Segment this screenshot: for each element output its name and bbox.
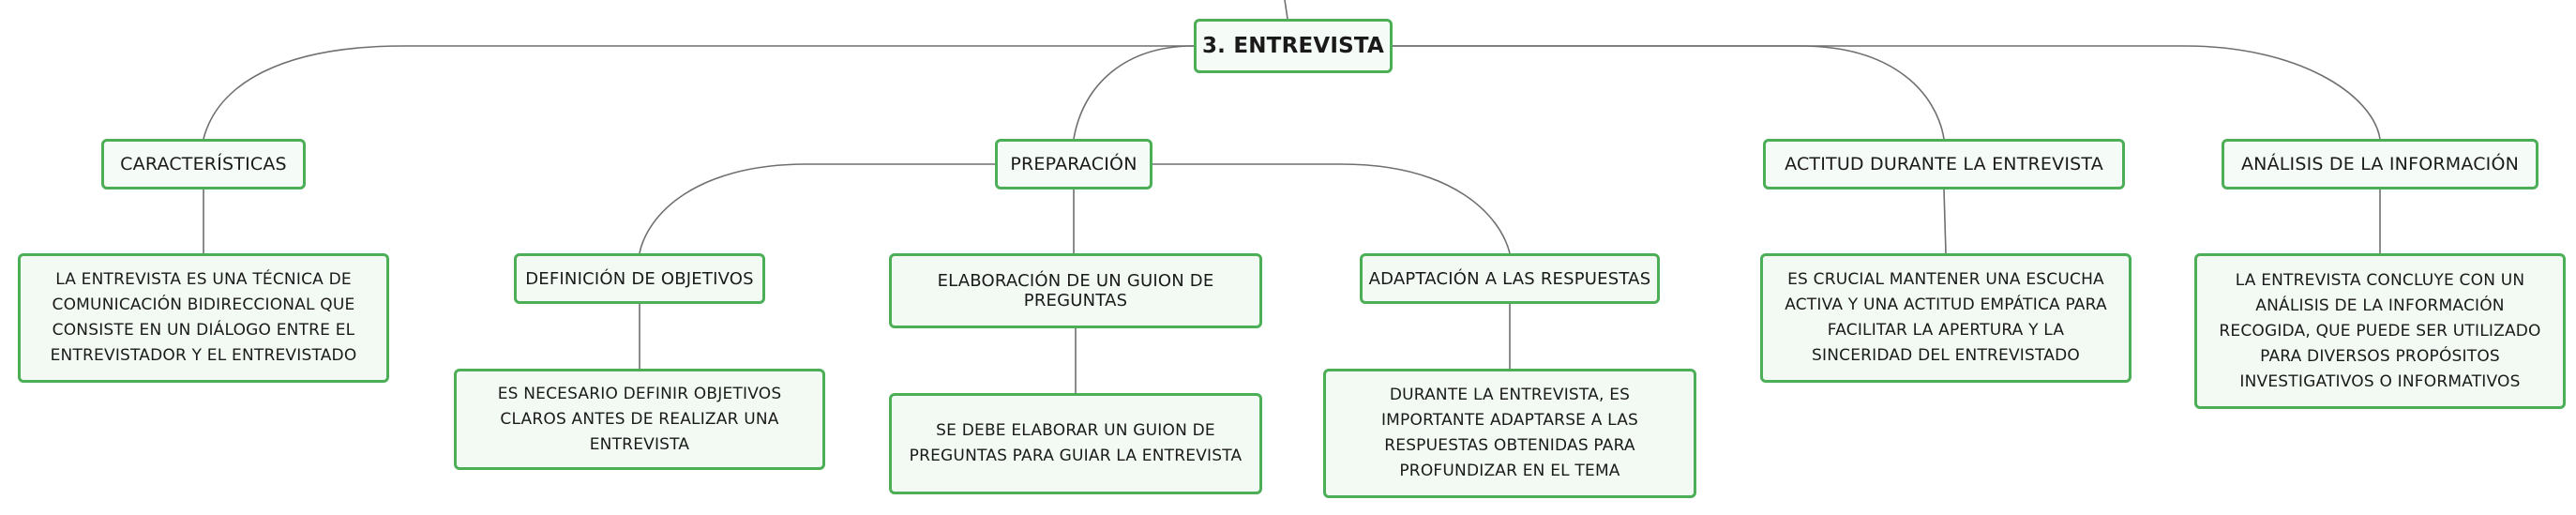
topic-label: ANÁLISIS DE LA INFORMACIÓN: [2240, 154, 2520, 174]
topic-label: PREPARACIÓN: [1010, 154, 1137, 174]
detail-text: SE DEBE ELABORAR UN GUION DE PREGUNTAS P…: [909, 421, 1243, 465]
subtopic-node-guion[interactable]: ELABORACIÓN DE UN GUION DE PREGUNTAS: [889, 253, 1262, 328]
subtopic-label: ELABORACIÓN DE UN GUION DE PREGUNTAS: [937, 271, 1214, 311]
root-node[interactable]: 3. ENTREVISTA: [1194, 19, 1393, 73]
connector-preparacion-adaptacion: [1152, 163, 1511, 254]
root-node-label: 3. ENTREVISTA: [1201, 34, 1385, 58]
connector-root-analisis: [1393, 45, 2381, 140]
detail-text: LA ENTREVISTA CONCLUYE CON UN ANÁLISIS D…: [2219, 270, 2541, 391]
detail-text: DURANTE LA ENTREVISTA, ES IMPORTANTE ADA…: [1380, 386, 1639, 480]
detail-node-definicion[interactable]: ES NECESARIO DEFINIR OBJETIVOS CLAROS AN…: [454, 369, 825, 470]
topic-label: ACTITUD DURANTE LA ENTREVISTA: [1785, 154, 2103, 174]
connector-root-parent: [1284, 0, 1288, 20]
detail-node-actitud[interactable]: ES CRUCIAL MANTENER UNA ESCUCHA ACTIVA Y…: [1760, 253, 2132, 383]
topic-label: CARACTERÍSTICAS: [120, 154, 287, 174]
detail-node-caracteristicas[interactable]: LA ENTREVISTA ES UNA TÉCNICA DE COMUNICA…: [18, 253, 389, 383]
topic-node-analisis[interactable]: ANÁLISIS DE LA INFORMACIÓN: [2222, 139, 2538, 189]
connector-root-caracteristicas: [203, 45, 1194, 140]
detail-node-analisis[interactable]: LA ENTREVISTA CONCLUYE CON UN ANÁLISIS D…: [2194, 253, 2566, 409]
connector-root-actitud: [1393, 45, 1945, 140]
detail-text: LA ENTREVISTA ES UNA TÉCNICA DE COMUNICA…: [50, 270, 357, 365]
detail-text: ES CRUCIAL MANTENER UNA ESCUCHA ACTIVA Y…: [1785, 270, 2107, 365]
topic-node-caracteristicas[interactable]: CARACTERÍSTICAS: [101, 139, 306, 189]
subtopic-label: ADAPTACIÓN A LAS RESPUESTAS: [1368, 268, 1651, 289]
subtopic-node-adaptacion[interactable]: ADAPTACIÓN A LAS RESPUESTAS: [1360, 253, 1660, 304]
subtopic-label: DEFINICIÓN DE OBJETIVOS: [525, 268, 754, 289]
connector-preparacion-definicion: [639, 163, 995, 254]
detail-text: ES NECESARIO DEFINIR OBJETIVOS CLAROS AN…: [497, 384, 782, 454]
connector-actitud-detail: [1943, 189, 1947, 254]
detail-node-guion[interactable]: SE DEBE ELABORAR UN GUION DE PREGUNTAS P…: [889, 393, 1262, 494]
topic-node-actitud[interactable]: ACTITUD DURANTE LA ENTREVISTA: [1763, 139, 2125, 189]
detail-node-adaptacion[interactable]: DURANTE LA ENTREVISTA, ES IMPORTANTE ADA…: [1323, 369, 1696, 498]
subtopic-node-definicion[interactable]: DEFINICIÓN DE OBJETIVOS: [514, 253, 765, 304]
topic-node-preparacion[interactable]: PREPARACIÓN: [995, 139, 1152, 189]
connector-root-preparacion: [1073, 45, 1195, 140]
